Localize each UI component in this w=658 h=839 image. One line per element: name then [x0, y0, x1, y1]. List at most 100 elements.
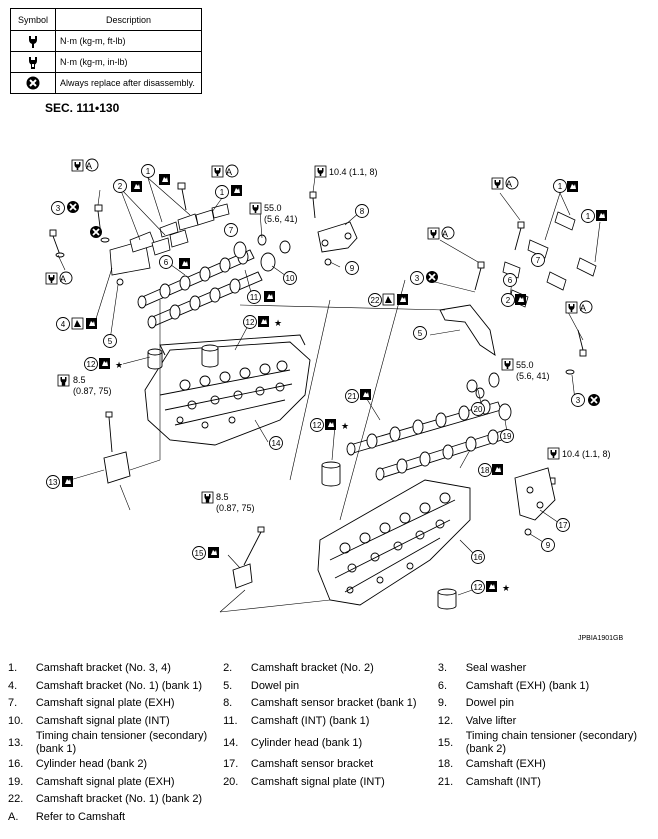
star-mark: ★ [341, 421, 349, 431]
part-description: Refer to Camshaft [35, 810, 126, 823]
ref-a-label: A [86, 161, 92, 171]
svg-text:3: 3 [415, 274, 420, 283]
part-number: 14. [223, 736, 239, 749]
callout-5: 5 [103, 334, 117, 348]
part-number: 12. [437, 714, 454, 727]
parts-row: 10.Camshaft signal plate (INT)11.Camshaf… [8, 713, 653, 731]
symbol-legend: Symbol Description N·m (kg-m, ft-lb) N·m… [10, 8, 202, 94]
camshaft-bracket-bank2 [439, 304, 496, 356]
callout-3: 3 [410, 271, 424, 285]
torque-value: 10.4 (1.1, 8) [562, 449, 611, 459]
svg-text:7: 7 [536, 256, 541, 265]
callout-12: 12 [310, 418, 324, 432]
callout-7: 7 [224, 223, 238, 237]
callout-9: 9 [345, 261, 359, 275]
svg-text:15: 15 [195, 549, 204, 558]
part-number: 4. [8, 679, 18, 692]
part-description: Timing chain tensioner (secondary) (bank… [465, 730, 638, 755]
callout-14: 14 [269, 436, 283, 450]
camshaft-brackets-bank1 [109, 203, 230, 276]
star-mark: ★ [502, 583, 510, 593]
part-number: 21. [437, 775, 454, 788]
callout-5: 5 [413, 326, 427, 340]
signal-plates-bank1 [233, 234, 291, 272]
part-number: 3. [437, 662, 448, 675]
callout-3: 3 [571, 393, 585, 407]
part-description: Camshaft signal plate (EXH) [35, 775, 175, 788]
torque-value: (5.6, 41) [516, 371, 550, 381]
ref-a-label: A [506, 179, 512, 189]
svg-text:6: 6 [164, 258, 169, 267]
svg-text:16: 16 [474, 553, 483, 562]
part-description [247, 809, 438, 827]
torque-wrench-icon [29, 36, 37, 48]
exploded-view-diagram: A A A A A A 10.4 (1.1, 8) 10.4 (1.1, 8) … [45, 158, 611, 613]
part-number [223, 791, 247, 809]
callout-11: 11 [247, 290, 261, 304]
part-number: 20. [223, 775, 239, 788]
tensioner-bank1 [103, 411, 131, 484]
ref-a-label: A [60, 274, 66, 284]
part-description: Seal washer [465, 662, 527, 675]
torque-value: 10.4 (1.1, 8) [329, 167, 378, 177]
part-number: 2. [223, 662, 233, 675]
sensor-bracket-bank1 [317, 221, 358, 266]
callout-2: 2 [113, 179, 127, 193]
figure-id: JPBIA1901GB [578, 635, 624, 642]
svg-text:1: 1 [586, 212, 591, 221]
svg-text:22: 22 [371, 296, 380, 305]
callout-7: 7 [531, 253, 545, 267]
star-mark: ★ [115, 360, 123, 370]
callout-6: 6 [159, 255, 173, 269]
callout-12: 12 [471, 580, 485, 594]
part-number: 13. [8, 736, 24, 749]
sensor-bracket-bank2 [514, 467, 556, 536]
camshaft-exh-bank1 [137, 249, 255, 309]
svg-text:3: 3 [576, 396, 581, 405]
part-description: Cylinder head (bank 1) [250, 736, 363, 749]
torque-value: (0.87, 75) [73, 386, 112, 396]
part-number: 19. [8, 775, 24, 788]
part-number [438, 791, 462, 809]
callout-20: 20 [471, 402, 485, 416]
svg-text:18: 18 [481, 466, 490, 475]
parts-row: 1.Camshaft bracket (No. 3, 4)2.Camshaft … [8, 660, 653, 678]
valve-lifters-bank2 [321, 461, 457, 610]
part-description: Camshaft (EXH) (bank 1) [465, 679, 590, 692]
callout-1: 1 [215, 185, 229, 199]
callout-12: 12 [84, 357, 98, 371]
part-number: A. [8, 810, 19, 823]
part-description: Valve lifter [465, 714, 517, 727]
part-number: 9. [437, 697, 448, 710]
part-description: Camshaft bracket (No. 1) (bank 2) [35, 793, 203, 806]
legend-text: Always replace after disassembly. [55, 72, 202, 94]
callout-22: 22 [368, 293, 382, 307]
part-number: 16. [8, 758, 24, 771]
cylinder-head-bank1 [144, 334, 311, 446]
parts-row: 13. Timing chain tensioner (secondary) (b… [8, 730, 653, 756]
part-description: Camshaft sensor bracket (bank 1) [250, 697, 417, 710]
part-description: Camshaft (INT) [465, 775, 541, 788]
star-mark: ★ [274, 318, 282, 328]
part-description: Camshaft bracket (No. 2) [250, 662, 374, 675]
part-description: Dowel pin [250, 679, 300, 692]
ref-a-label: A [226, 167, 232, 177]
callout-1: 1 [581, 209, 595, 223]
callout-10: 10 [283, 271, 297, 285]
part-description: Dowel pin [465, 697, 515, 710]
callout-15: 15 [192, 546, 206, 560]
ref-a-label: A [442, 229, 448, 239]
svg-text:4: 4 [61, 320, 66, 329]
parts-row: 22.Camshaft bracket (No. 1) (bank 2) [8, 791, 653, 809]
torque-value: 55.0 [516, 360, 534, 370]
svg-text:7: 7 [229, 226, 234, 235]
part-description: Camshaft bracket (No. 3, 4) [35, 662, 171, 675]
callout-9: 9 [541, 538, 555, 552]
callout-21: 21 [345, 389, 359, 403]
torque-wrench-inlb-icon [29, 57, 37, 69]
part-number: 17. [223, 758, 239, 771]
signal-plates-bank2 [466, 372, 512, 421]
parts-row: A. Refer to Camshaft [8, 809, 653, 827]
svg-text:14: 14 [272, 439, 281, 448]
parts-list: 1.Camshaft bracket (No. 3, 4)2.Camshaft … [8, 660, 653, 826]
